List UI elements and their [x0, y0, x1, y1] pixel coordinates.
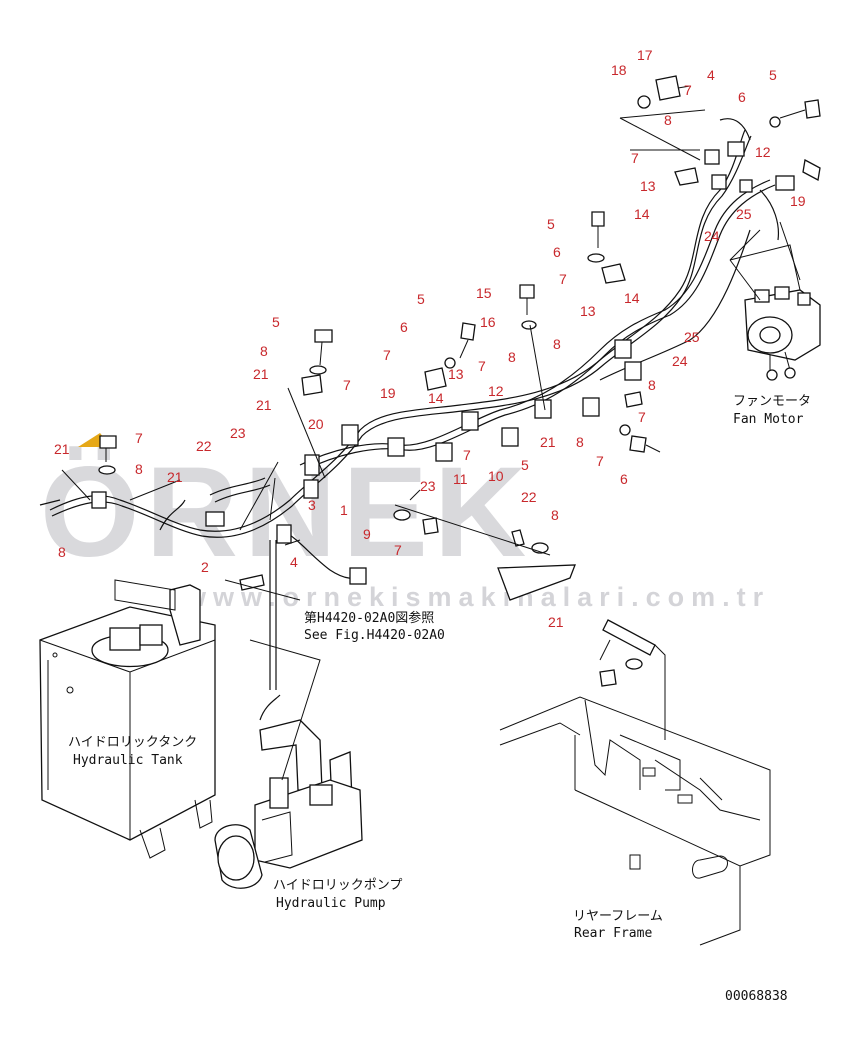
- callout-4: 4: [707, 67, 715, 83]
- callout-21: 7: [463, 447, 471, 463]
- callout-21: 23: [230, 425, 246, 441]
- callout-24: 24: [704, 228, 720, 244]
- callout-16: 16: [480, 314, 496, 330]
- callout-10: 22: [521, 489, 537, 505]
- watermark-brand: ÖRNEK: [40, 441, 532, 584]
- callout-13: 13: [580, 303, 596, 319]
- callout-15: 15: [476, 285, 492, 301]
- callout-25: 25: [736, 206, 752, 222]
- callout-7: 21: [253, 366, 269, 382]
- callout-21: 8: [58, 544, 66, 560]
- callout-19: 22: [196, 438, 212, 454]
- callout-24: 24: [672, 353, 688, 369]
- hydraulic-tank-label-jp: ハイドロリックタンク: [68, 735, 197, 750]
- callout-13: 13: [448, 366, 464, 382]
- callout-14: 14: [634, 206, 650, 222]
- callout-7: 7: [631, 150, 639, 166]
- callout-7: 11: [453, 471, 468, 487]
- callout-21: 21: [167, 469, 183, 485]
- callout-7: 7: [684, 82, 692, 98]
- callout-7: 8: [576, 434, 584, 450]
- callout-12: 12: [755, 144, 771, 160]
- callout-8: 3: [308, 497, 316, 513]
- hose-routing: [39, 118, 780, 721]
- fan-motor-label-jp: ファンモータ: [733, 394, 811, 409]
- callout-7: 5: [521, 457, 529, 473]
- watermark-url: www.ornekismakinalari.com.tr: [184, 582, 770, 612]
- fan-motor: [729, 244, 821, 381]
- callout-21: 21: [540, 434, 556, 450]
- callout-13: 13: [640, 178, 656, 194]
- callout-17: 17: [637, 47, 653, 63]
- see-fig-label-jp: 第H4420-02A0図参照: [304, 610, 434, 626]
- rear-frame: [499, 696, 771, 946]
- callout-8: 8: [664, 112, 672, 128]
- callout-6: 6: [738, 89, 746, 105]
- callout-8: 23: [420, 478, 436, 494]
- callout-14: 14: [624, 290, 640, 306]
- callout-22: 7: [394, 542, 402, 558]
- hydraulic-tank: [39, 579, 216, 859]
- callout-5: 5: [769, 67, 777, 83]
- rear-frame-label-en: Rear Frame: [574, 926, 652, 941]
- hydraulic-pump-label-en: Hydraulic Pump: [276, 896, 386, 911]
- callout-7: 7: [559, 271, 567, 287]
- callout-13: 8: [508, 349, 516, 365]
- callout-6: 6: [553, 244, 561, 260]
- drawing-number: 00068838: [725, 989, 788, 1004]
- see-fig-label-en: See Fig.H4420-02A0: [304, 628, 445, 643]
- callout-8: 19: [380, 385, 396, 401]
- hydraulic-tank-label-en: Hydraulic Tank: [73, 753, 183, 768]
- callout-5: 5: [547, 216, 555, 232]
- fan-motor-label-en: Fan Motor: [733, 412, 804, 427]
- callout-7: 7: [638, 409, 646, 425]
- callout-8: 4: [290, 554, 298, 570]
- callout-11: 8: [551, 507, 559, 523]
- callout-8: 7: [343, 377, 351, 393]
- callout-7: 2: [201, 559, 209, 575]
- callout-5: 5: [417, 291, 425, 307]
- callout-19: 19: [790, 193, 806, 209]
- callout-8: 8: [553, 336, 561, 352]
- callout-5: 5: [272, 314, 280, 330]
- callout-7: 7: [383, 347, 391, 363]
- component-labels: ファンモータ Fan Motor ハイドロリックタンク Hydraulic Ta…: [68, 394, 811, 1004]
- callout-23: 8: [135, 461, 143, 477]
- watermark: ÖRNEK www.ornekismakinalari.com.tr: [40, 433, 770, 612]
- clamps: [91, 141, 821, 656]
- callout-6: 8: [260, 343, 268, 359]
- callout-6: 6: [400, 319, 408, 335]
- callout-6: 7: [596, 453, 604, 469]
- callout-7: 20: [308, 416, 324, 432]
- callout-18: 18: [611, 62, 627, 78]
- hydraulic-pump: [214, 719, 363, 889]
- callout-8: 8: [648, 377, 656, 393]
- callout-14: 7: [478, 358, 486, 374]
- callout-22: 7: [135, 430, 143, 446]
- callout-14: 12: [488, 383, 504, 399]
- callout-21: 21: [256, 397, 272, 413]
- rear-frame-label-jp: リヤーフレーム: [573, 909, 663, 924]
- callout-5: 6: [620, 471, 628, 487]
- callout-8: 10: [488, 468, 504, 484]
- callout-9: 21: [548, 614, 564, 630]
- callout-21: 1: [340, 502, 348, 518]
- callout-12: 14: [428, 390, 444, 406]
- fasteners: [98, 75, 821, 687]
- callout-20: 21: [54, 441, 70, 457]
- leader-lines: [61, 109, 801, 781]
- hydraulic-pump-label-jp: ハイドロリックポンプ: [273, 878, 402, 893]
- part-callouts: 17 18 4 5 7 6 8 12 7 13 25 19 14 24 5 6 …: [54, 47, 806, 630]
- callout-25: 25: [684, 329, 700, 345]
- callout-23: 9: [363, 526, 371, 542]
